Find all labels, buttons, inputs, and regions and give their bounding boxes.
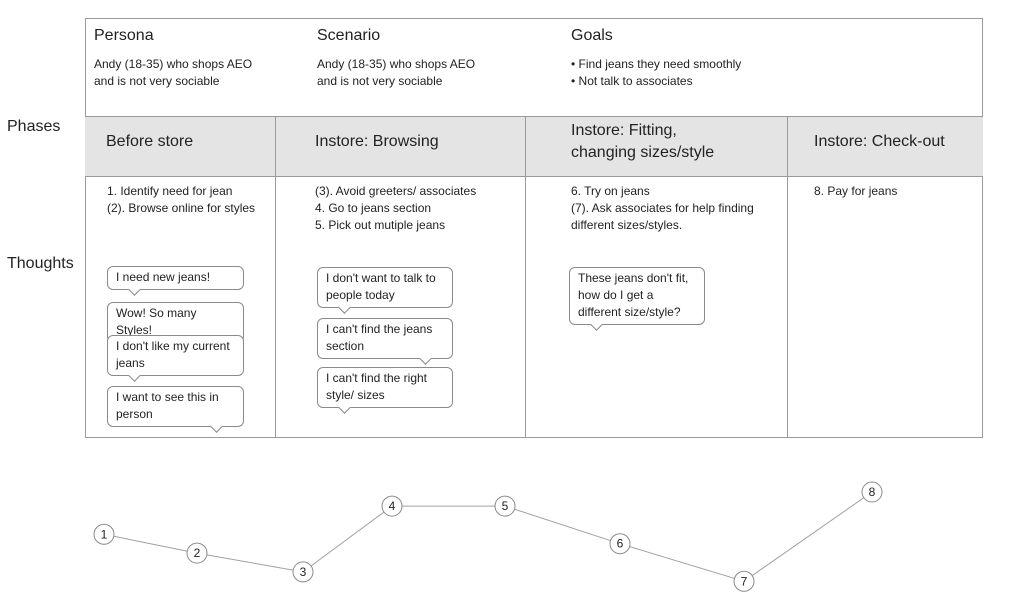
phase-name-line: Before store (106, 133, 194, 150)
step-item: 5. Pick out mutiple jeans (315, 218, 446, 232)
phase-name-line: Instore: Browsing (315, 133, 439, 150)
journey-node-label: 2 (194, 546, 201, 560)
journey-node-label: 3 (300, 565, 307, 579)
journey-node-circle (292, 561, 314, 583)
scenario-text: Andy (18-35) who shops AEO and is not ve… (317, 56, 547, 90)
journey-node-label: 7 (741, 574, 748, 588)
journey-node-label: 8 (869, 485, 876, 499)
thought-bubble: I want to see this in person (107, 386, 244, 427)
thought-line: how do I get a (578, 288, 654, 302)
journey-connector (103, 533, 198, 554)
thought-line: These jeans don't fit, (578, 271, 689, 285)
steps-browsing: (3). Avoid greeters/ associates 4. Go to… (315, 183, 476, 234)
steps-fitting: 6. Try on jeans (7). Ask associates for … (571, 183, 754, 234)
thought-line: I can't find the jeans (326, 322, 433, 336)
thought-line: I want to see this in (116, 390, 219, 404)
thought-line: people today (326, 288, 395, 302)
phase-band (85, 116, 983, 177)
journey-node-7: 7 (733, 570, 755, 592)
scenario-title: Scenario (317, 27, 381, 44)
journey-node-4: 4 (381, 495, 403, 517)
thought-bubble: I can't find the right style/ sizes (317, 367, 453, 408)
step-item: 6. Try on jeans (571, 184, 650, 198)
journey-node-label: 5 (502, 499, 509, 513)
journey-node-circle (733, 570, 755, 592)
thought-line: I don't like my current (116, 339, 230, 353)
steps-checkout: 8. Pay for jeans (814, 183, 897, 200)
journey-node-circle (381, 495, 403, 517)
scenario-text-line: and is not very sociable (317, 74, 443, 88)
scenario-text-line: Andy (18-35) who shops AEO (317, 57, 476, 71)
thoughts-label: Thoughts (7, 255, 74, 272)
thought-line: style/ sizes (326, 388, 385, 402)
phase-name-checkout: Instore: Check-out (814, 131, 945, 153)
thought-line: person (116, 407, 153, 421)
thought-bubble: These jeans don't fit, how do I get a di… (569, 267, 705, 325)
thought-line: different size/style? (578, 305, 681, 319)
thought-line: section (326, 339, 365, 353)
journey-node-5: 5 (494, 495, 516, 517)
step-item: 8. Pay for jeans (814, 184, 898, 198)
phase-name-line: Instore: Fitting, (571, 122, 677, 139)
thought-line: I need new jeans! (116, 270, 211, 284)
journey-node-circle (186, 542, 208, 564)
goals-section: Goals • Find jeans they need smoothly • … (571, 27, 801, 90)
phase-name-before-store: Before store (106, 131, 193, 153)
journey-node-label: 1 (101, 527, 108, 541)
journey-node-circle (609, 533, 631, 555)
thought-line: I can't find the right (326, 371, 428, 385)
phases-label: Phases (7, 118, 61, 135)
journey-line-graph: 1 2 3 4 5 6 7 8 (93, 481, 883, 592)
thought-line: jeans (116, 356, 145, 370)
step-item: (3). Avoid greeters/ associates (315, 184, 477, 198)
goals-text: • Find jeans they need smoothly • Not ta… (571, 56, 801, 90)
step-item: different sizes/styles. (571, 218, 683, 232)
step-item: 4. Go to jeans section (315, 201, 432, 215)
journey-connector (196, 552, 304, 573)
journey-node-circle (861, 481, 883, 503)
journey-node-3: 3 (292, 561, 314, 583)
journey-map-frame (85, 18, 983, 438)
thought-line: I don't want to talk to (326, 271, 436, 285)
column-divider (787, 116, 788, 438)
thought-line: Wow! So many Styles! (116, 306, 197, 337)
phase-name-line: changing sizes/style (571, 144, 715, 161)
step-item: 1. Identify need for jean (107, 184, 233, 198)
phase-name-line: Instore: Check-out (814, 133, 945, 150)
journey-node-label: 6 (617, 537, 624, 551)
scenario-section: Scenario Andy (18-35) who shops AEO and … (317, 27, 547, 90)
journey-nodes: 1 2 3 4 5 6 7 8 (93, 481, 883, 592)
journey-connector (619, 543, 745, 582)
journey-connector (302, 505, 393, 573)
journey-node-8: 8 (861, 481, 883, 503)
journey-connector (743, 491, 873, 582)
step-item: (2). Browse online for styles (107, 201, 256, 215)
thought-bubble: I need new jeans! (107, 266, 244, 290)
journey-connector (504, 505, 621, 545)
journey-node-circle (93, 523, 115, 545)
step-item: (7). Ask associates for help finding (571, 201, 754, 215)
journey-connectors (103, 491, 873, 582)
thought-bubble: I don't like my current jeans (107, 335, 244, 376)
goals-text-line: • Not talk to associates (571, 74, 693, 88)
journey-node-circle (494, 495, 516, 517)
persona-text: Andy (18-35) who shops AEO and is not ve… (94, 56, 304, 90)
persona-text-line: Andy (18-35) who shops AEO (94, 57, 253, 71)
steps-before-store: 1. Identify need for jean (2). Browse on… (107, 183, 255, 217)
journey-node-label: 4 (389, 499, 396, 513)
persona-section: Persona Andy (18-35) who shops AEO and i… (94, 27, 304, 90)
journey-node-6: 6 (609, 533, 631, 555)
phase-name-fitting: Instore: Fitting, changing sizes/style (571, 120, 714, 164)
thought-bubble: I don't want to talk to people today (317, 267, 453, 308)
column-divider (275, 116, 276, 438)
persona-text-line: and is not very sociable (94, 74, 220, 88)
goals-title: Goals (571, 27, 613, 44)
goals-text-line: • Find jeans they need smoothly (571, 57, 742, 71)
thought-bubble: I can't find the jeans section (317, 318, 453, 359)
persona-title: Persona (94, 27, 154, 44)
journey-node-1: 1 (93, 523, 115, 545)
column-divider (525, 116, 526, 438)
phase-name-browsing: Instore: Browsing (315, 131, 439, 153)
journey-node-2: 2 (186, 542, 208, 564)
